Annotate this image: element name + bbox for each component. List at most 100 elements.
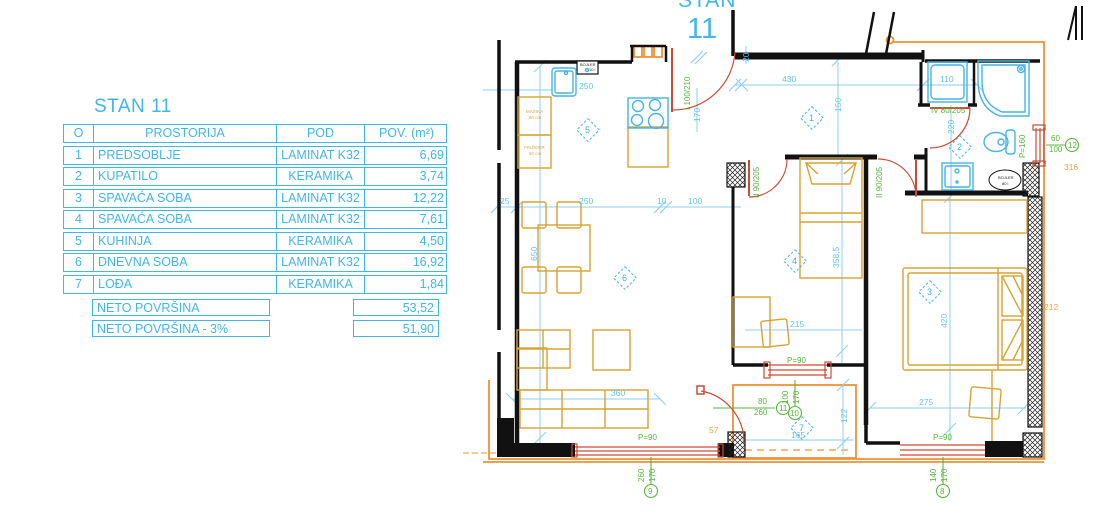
bed-single-room4 [799, 157, 863, 279]
room-markers [575, 105, 973, 441]
row-floor: KERAMIKA [276, 232, 364, 250]
header-room: PROSTORIJA [93, 125, 276, 142]
dim-650: 650 [529, 247, 539, 261]
row-room: SPAVAĆA SOBA [93, 211, 276, 228]
dim-165: 165 [791, 430, 805, 440]
window-room3 [900, 444, 985, 456]
boiler-dot [584, 67, 590, 73]
row-floor: LAMINAT K32 [276, 211, 364, 228]
dim-215: 215 [790, 319, 804, 329]
dim-170-entry: 170 [692, 108, 702, 122]
row-area: 6,69 [364, 146, 448, 164]
row-num: 7 [75, 276, 82, 291]
dim-110: 110 [940, 74, 954, 84]
chair [521, 266, 547, 294]
summary-row-neto-3: NETO POVRŠINA - 3% 51,90 [63, 320, 447, 337]
dim-250-kitchen: 250 [579, 81, 593, 91]
hatched-columns [726, 162, 1043, 458]
dim-220: 220 [946, 120, 956, 134]
marker-12-h: 100 [1049, 145, 1063, 154]
row-floor: KERAMIKA [276, 275, 364, 293]
table-row: 5 KUHINJA KERAMIKA 4,50 [63, 231, 447, 251]
plan-labels: STAN 11 1 2 3 4 5 6 7 430 150 170 20 110… [500, 0, 1078, 496]
row-num: 3 [75, 190, 82, 205]
dim-122: 122 [839, 409, 849, 423]
dim-275: 275 [919, 397, 933, 407]
door-label-room4: II 90/205 [752, 166, 761, 198]
row-room: DNEVNA SOBA [93, 254, 276, 271]
marker-12-w: 60 [1051, 134, 1060, 143]
row-floor: LAMINAT K32 [276, 189, 364, 207]
dim-360: 360 [611, 388, 625, 398]
facade-outline [463, 35, 1045, 463]
room-1-number: 1 [809, 113, 814, 123]
label-bojler-kitchen-size: 10 l [589, 67, 596, 72]
toilet [983, 129, 1016, 155]
row-room: PREDSOBLJE [93, 146, 276, 164]
desk-room3 [968, 370, 1002, 441]
marker-8-h: 170 [940, 468, 949, 482]
marker-9: 9 [648, 487, 653, 496]
row-num: 1 [75, 147, 82, 162]
bath-door [929, 107, 971, 149]
door-label-bath: IV 80/205 [931, 106, 966, 115]
chair [521, 201, 547, 229]
table-header-row: O PROSTORIJA POD POV. (m²) [63, 124, 447, 143]
dim-358-5: 358,5 [831, 246, 841, 268]
furniture [516, 96, 1028, 441]
header-area: POV. (m²) [364, 125, 448, 142]
dim-10: 10 [657, 196, 667, 206]
marker-9-w: 260 [637, 468, 646, 482]
dim-420: 420 [939, 314, 949, 328]
kitchen-vent [633, 45, 643, 58]
table-row: 4 SPAVAĆA SOBA LAMINAT K32 7,61 [63, 210, 447, 229]
marker-11: 11 [779, 404, 788, 413]
marker-8-w: 140 [929, 468, 938, 482]
summary-label: NETO POVRŠINA [92, 299, 270, 316]
dim-57: 57 [709, 425, 719, 435]
header-floor: POD [276, 125, 364, 142]
dim-250: 250 [579, 196, 593, 206]
row-num: 6 [75, 255, 82, 269]
table-row: 3 SPAVAĆA SOBA LAMINAT K32 12,22 [63, 188, 447, 208]
summary-row-neto: NETO POVRŠINA 53,52 [63, 299, 447, 316]
dim-212: 212 [1044, 302, 1058, 312]
label-frizider-size: 60 cm [529, 151, 542, 156]
door-label-entry: I 100/210 [683, 76, 692, 110]
summary-value: 51,90 [353, 320, 439, 337]
room4-door [748, 158, 788, 198]
parapet-160: P=160 [1018, 134, 1027, 158]
room3-door [877, 158, 917, 198]
fixtures [551, 60, 1030, 191]
header-o: O [73, 126, 84, 140]
marker-12: 12 [1068, 141, 1077, 150]
label-bojler-bath: BOJLER [998, 175, 1014, 180]
summary-value: 53,52 [353, 299, 439, 316]
row-room: LOĐA [93, 275, 276, 293]
dim-25: 25 [500, 196, 510, 206]
plan-title-stan: STAN [678, 0, 736, 12]
room-5-number: 5 [585, 125, 590, 135]
label-bojler-bath-size: 80 l [1002, 181, 1009, 186]
dim-20: 20 [741, 52, 751, 62]
table-row: 6 DNEVNA SOBA LAMINAT K32 16,92 [63, 253, 447, 272]
summary-label: NETO POVRŠINA - 3% [92, 320, 270, 337]
doors-windows [571, 48, 1046, 458]
label-bojler-kitchen: BOJLER [580, 62, 596, 67]
kitchen-counter [627, 126, 669, 168]
sofa [516, 347, 649, 429]
marker-9-h: 170 [648, 468, 657, 482]
row-area: 16,92 [364, 254, 448, 271]
desk-room4 [732, 296, 790, 348]
bed-double-room3 [902, 267, 1028, 371]
label-masina: MAŠINA [526, 108, 543, 114]
window-markers [643, 137, 1080, 499]
row-room: KUPATILO [93, 168, 276, 185]
row-room: SPAVAĆA SOBA [93, 189, 276, 207]
marker-11-h: 260 [754, 408, 768, 417]
room-2-number: 2 [957, 142, 962, 152]
dim-430: 430 [782, 74, 796, 84]
marker-10: 10 [790, 409, 799, 418]
room-7-number: 7 [799, 423, 804, 433]
shower [977, 60, 1030, 117]
